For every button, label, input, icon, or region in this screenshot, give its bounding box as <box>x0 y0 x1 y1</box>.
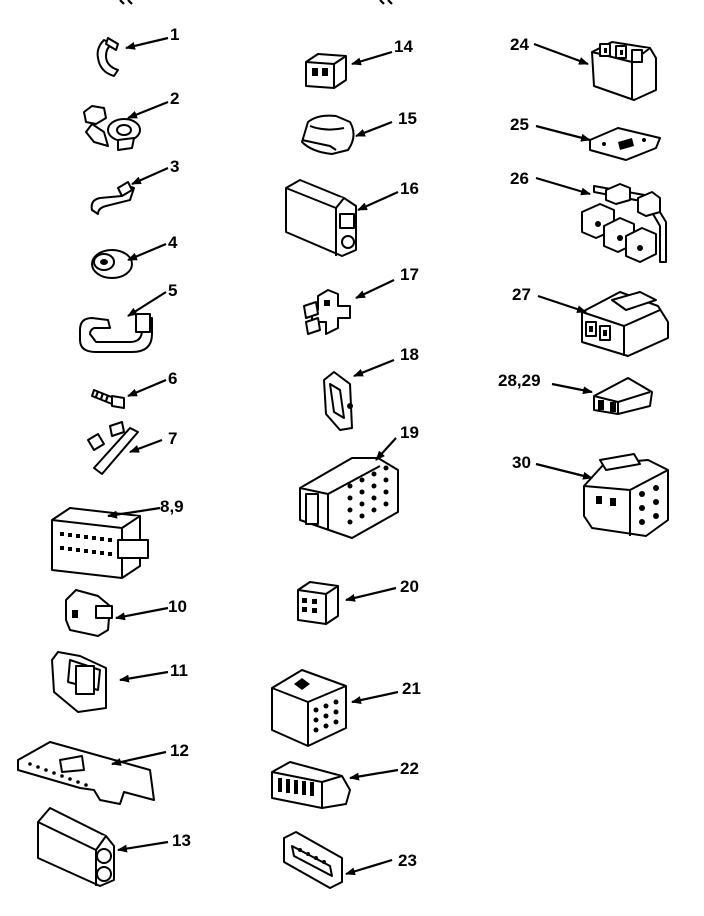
part-17-cross-connector <box>303 289 351 335</box>
label-1: 1 <box>170 25 179 44</box>
part-1-clip <box>96 37 119 77</box>
part-18-latch <box>323 371 353 431</box>
label-23: 23 <box>398 851 417 870</box>
part-2-clamp <box>83 105 141 151</box>
part-12-terminal-strip <box>17 741 155 805</box>
label-4: 4 <box>168 233 178 252</box>
label-30: 30 <box>512 453 531 472</box>
label-2: 2 <box>170 89 179 108</box>
part-4-grommet <box>91 249 133 279</box>
part-20-small-housing <box>297 581 339 625</box>
top-edge-fragment <box>119 0 393 5</box>
label-18: 18 <box>400 345 419 364</box>
label-20: 20 <box>400 577 419 596</box>
label-19: 19 <box>400 423 419 442</box>
part-15-sleeve <box>301 114 355 155</box>
part-8-9-connector <box>51 507 149 579</box>
label-14: 14 <box>394 37 413 56</box>
label-21: 21 <box>402 679 421 698</box>
label-6: 6 <box>168 369 177 388</box>
part-3-bracket <box>90 181 135 215</box>
label-15: 15 <box>398 109 417 128</box>
part-24-connector-block <box>591 41 657 101</box>
label-24: 24 <box>510 35 529 54</box>
part-13-housing <box>37 807 115 887</box>
label-7: 7 <box>168 429 177 448</box>
part-21-block-housing <box>271 669 347 747</box>
label-10: 10 <box>168 597 187 616</box>
label-5: 5 <box>168 281 177 300</box>
part-14-plug <box>305 53 347 89</box>
part-19-multi-pin-connector <box>299 457 399 539</box>
label-22: 22 <box>400 759 419 778</box>
label-16: 16 <box>400 179 419 198</box>
part-7-rail <box>87 421 139 475</box>
part-10-connector <box>65 589 113 637</box>
part-30-connector <box>583 453 669 537</box>
label-28-29: 28,29 <box>498 371 541 390</box>
label-12: 12 <box>170 741 189 760</box>
label-11: 11 <box>170 661 188 680</box>
label-26: 26 <box>510 169 529 188</box>
label-13: 13 <box>172 831 191 850</box>
label-3: 3 <box>170 157 179 176</box>
part-26-harness-assembly <box>581 183 667 263</box>
part-5-cable-clamp <box>79 313 153 353</box>
label-27: 27 <box>512 285 531 304</box>
part-16-housing <box>285 179 357 257</box>
part-28-29-terminals <box>593 377 653 415</box>
part-6-screw <box>91 389 125 409</box>
part-11-terminal <box>51 651 107 713</box>
part-25-plate <box>589 127 661 161</box>
label-25: 25 <box>510 115 529 134</box>
part-27-connector <box>581 291 669 357</box>
part-23-d-connector <box>283 831 343 889</box>
label-17: 17 <box>400 265 419 284</box>
part-22-connector <box>271 761 351 809</box>
label-8-9: 8,9 <box>160 497 184 516</box>
